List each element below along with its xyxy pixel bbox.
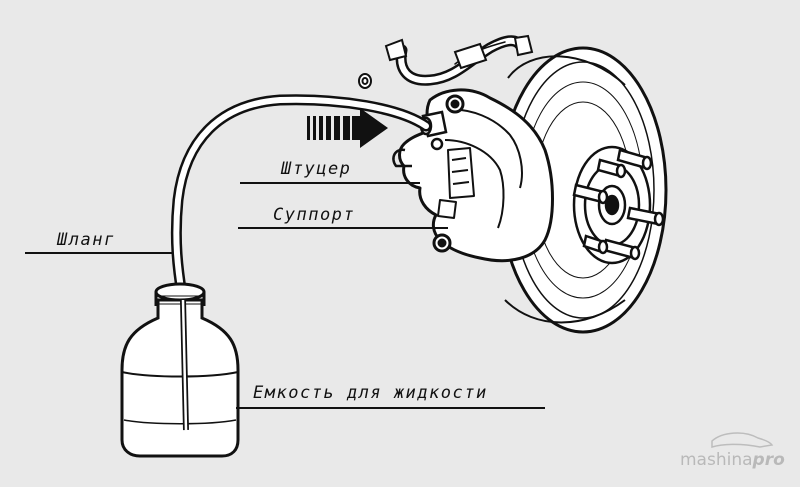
wheel-hub — [572, 145, 652, 265]
direction-arrow — [307, 108, 388, 148]
watermark-text: mashinapro — [680, 450, 785, 470]
leader-lines — [25, 182, 545, 409]
wheel-studs — [572, 148, 665, 261]
car-silhouette-icon — [711, 432, 774, 449]
hose — [170, 94, 432, 301]
fluid-container — [120, 282, 240, 458]
label-caliper: Суппорт — [273, 205, 355, 225]
brake-line-fittings — [384, 34, 534, 70]
bleeder-cap — [358, 73, 372, 89]
label-fitting: Штуцер — [280, 159, 351, 179]
label-container: Емкость для жидкости — [253, 383, 488, 403]
label-hose: Шланг — [56, 230, 116, 250]
watermark-logo: mashinapro — [680, 432, 785, 470]
